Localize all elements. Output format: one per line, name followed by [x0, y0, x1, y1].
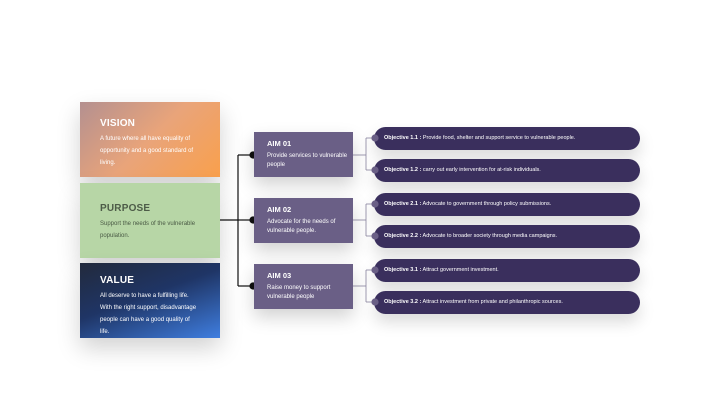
- objective-dot: [371, 232, 379, 240]
- objective-text: Advocate to government through policy su…: [422, 201, 552, 207]
- aim-text: Provide services to vulnerable people: [267, 153, 348, 168]
- objective-label: Objective 2.2 :: [384, 233, 422, 239]
- objective-text: Provide food, shelter and support servic…: [422, 135, 576, 141]
- vision-title: VISION: [100, 118, 136, 129]
- vision-card: VISION A future where all have equality …: [80, 102, 220, 177]
- objective-pill-3-2: Objective 3.2 : Attract investment from …: [374, 291, 640, 314]
- aim-text: Raise money to support vulnerable people: [267, 285, 331, 300]
- objective-label: Objective 2.1 :: [384, 201, 422, 207]
- objective-label: Objective 1.2 :: [384, 167, 422, 173]
- value-card: VALUE All deserve to have a fulfilling l…: [80, 263, 220, 338]
- value-title: VALUE: [100, 275, 135, 286]
- objective-pill-1-1: Objective 1.1 : Provide food, shelter an…: [374, 127, 640, 150]
- objective-pill-2-1: Objective 2.1 : Advocate to government t…: [374, 193, 640, 216]
- objective-text: carry out early intervention for at-risk…: [422, 167, 541, 173]
- objective-pill-2-2: Objective 2.2 : Advocate to broader soci…: [374, 225, 640, 248]
- purpose-card: PURPOSE Support the needs of the vulnera…: [80, 183, 220, 258]
- objective-label: Objective 3.1 :: [384, 267, 422, 273]
- objective-dot: [371, 134, 379, 142]
- aim-title: AIM 01: [267, 139, 292, 148]
- aim-box-3: AIM 03 Raise money to support vulnerable…: [254, 264, 353, 309]
- objective-dot: [371, 266, 379, 274]
- value-text: All deserve to have a fulfilling life. W…: [100, 293, 197, 335]
- objective-text: Attract government investment.: [422, 267, 499, 273]
- objective-label: Objective 1.1 :: [384, 135, 422, 141]
- aim-title: AIM 02: [267, 205, 292, 214]
- objective-text: Advocate to broader society through medi…: [422, 233, 558, 239]
- purpose-text: Support the needs of the vulnerable popu…: [100, 221, 196, 239]
- objective-pill-1-2: Objective 1.2 : carry out early interven…: [374, 159, 640, 182]
- objective-pill-3-1: Objective 3.1 : Attract government inves…: [374, 259, 640, 282]
- vision-text: A future where all have equality of oppo…: [100, 136, 194, 166]
- aim-box-1: AIM 01 Provide services to vulnerable pe…: [254, 132, 353, 177]
- aim-title: AIM 03: [267, 271, 292, 280]
- objective-dot: [371, 166, 379, 174]
- objective-dot: [371, 298, 379, 306]
- aim-box-2: AIM 02 Advocate for the needs of vulnera…: [254, 198, 353, 243]
- purpose-title: PURPOSE: [100, 203, 151, 214]
- objective-dot: [371, 200, 379, 208]
- objective-text: Attract investment from private and phil…: [422, 299, 563, 305]
- aim-text: Advocate for the needs of vulnerable peo…: [267, 219, 336, 234]
- objective-label: Objective 3.2 :: [384, 299, 422, 305]
